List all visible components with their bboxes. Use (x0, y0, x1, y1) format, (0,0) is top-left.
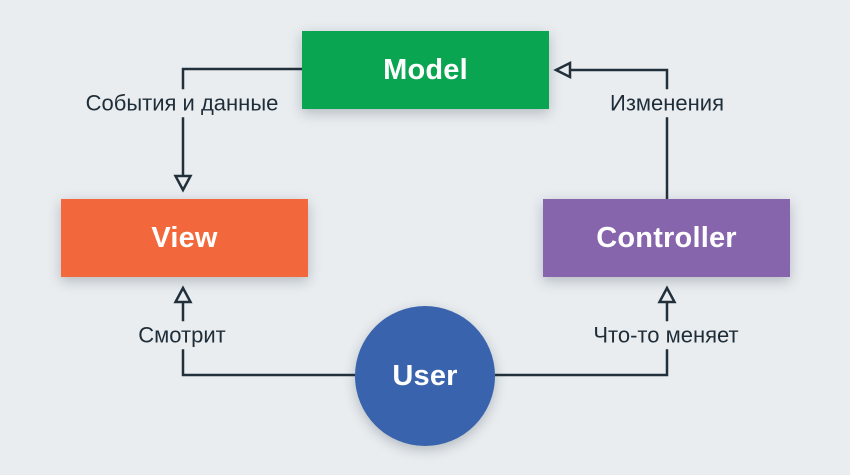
model-node: Model (302, 31, 549, 109)
arrow-user-to-view-head (173, 285, 193, 304)
user-node-label: User (392, 359, 458, 392)
controller-node-label: Controller (596, 221, 737, 254)
arrow-model-to-view-line (181, 67, 302, 175)
arrow-user-to-controller-head (657, 285, 677, 304)
edge-label-changes-something: Что-то меняет (587, 321, 745, 349)
user-node: User (355, 306, 495, 446)
model-node-label: Model (383, 53, 468, 86)
view-node-label: View (151, 221, 218, 254)
arrow-controller-to-model-head (553, 60, 572, 80)
arrow-model-to-view-head (173, 174, 193, 193)
edge-label-looks: Смотрит (132, 321, 232, 349)
controller-node: Controller (543, 199, 790, 277)
edge-label-changes: Изменения (604, 89, 730, 117)
view-node: View (61, 199, 308, 277)
arrow-controller-to-model-line (571, 68, 669, 199)
edge-label-events-and-data: События и данные (79, 89, 285, 117)
